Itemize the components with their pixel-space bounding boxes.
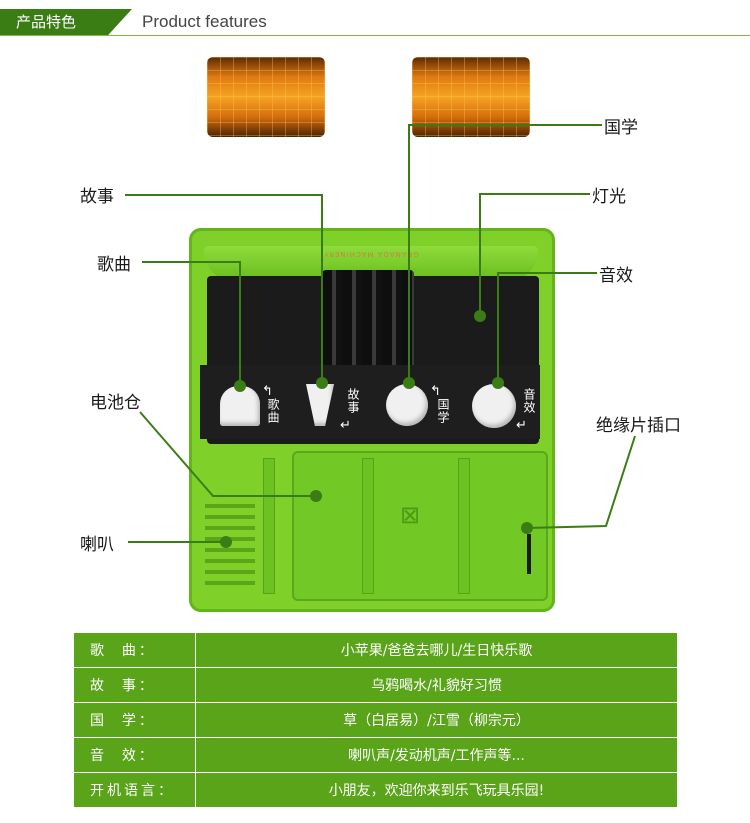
cover-rib bbox=[458, 458, 470, 594]
side-rail bbox=[263, 458, 275, 594]
sound-button[interactable] bbox=[472, 384, 516, 428]
arrow-down-icon: ↵ bbox=[516, 418, 527, 433]
table-value: 草（白居易）/江雪（柳宗元） bbox=[195, 702, 678, 738]
callout-sound: 音效 bbox=[599, 266, 633, 286]
table-value: 乌鸦喝水/礼貌好习惯 bbox=[195, 667, 678, 703]
table-row: 国 学： 草（白居易）/江雪（柳宗元） bbox=[73, 702, 678, 738]
callout-dot bbox=[474, 310, 486, 322]
callout-dot bbox=[220, 536, 232, 548]
battery-compartment-cover[interactable] bbox=[292, 451, 548, 601]
table-value: 喇叭声/发动机声/工作声等... bbox=[195, 737, 678, 773]
callout-dot bbox=[234, 380, 246, 392]
arrow-up-icon: ↰ bbox=[430, 384, 441, 399]
light-bar-right bbox=[412, 57, 530, 137]
table-key: 故 事： bbox=[73, 667, 196, 703]
table-row: 故 事： 乌鸦喝水/礼貌好习惯 bbox=[73, 667, 678, 703]
sound-button-label: 音效 bbox=[522, 388, 536, 414]
arrow-down-icon: ↵ bbox=[340, 418, 351, 433]
header-tab: 产品特色 bbox=[0, 9, 132, 35]
callout-insulation: 绝缘片插口 bbox=[596, 416, 681, 436]
disposal-icon: ⊠ bbox=[399, 501, 421, 529]
callout-song: 歌曲 bbox=[97, 255, 131, 275]
callout-speaker: 喇叭 bbox=[80, 535, 114, 555]
callout-light: 灯光 bbox=[592, 187, 626, 207]
callout-dot bbox=[316, 377, 328, 389]
table-key: 音 效： bbox=[73, 737, 196, 773]
callout-story: 故事 bbox=[80, 187, 114, 207]
song-button-label: 歌曲 bbox=[266, 398, 280, 424]
callout-dot bbox=[310, 490, 322, 502]
insulation-slot[interactable] bbox=[527, 534, 531, 574]
center-roller bbox=[322, 270, 414, 378]
arrow-up-icon: ↰ bbox=[262, 384, 273, 399]
header-divider bbox=[0, 35, 750, 36]
callout-battery: 电池仓 bbox=[90, 393, 141, 413]
light-bar-left bbox=[207, 57, 325, 137]
table-key: 歌 曲： bbox=[73, 632, 196, 668]
story-button-label: 故事 bbox=[346, 388, 360, 414]
guoxue-button-label: 国学 bbox=[436, 398, 450, 424]
table-key: 开机语言： bbox=[73, 772, 196, 808]
table-row: 音 效： 喇叭声/发动机声/工作声等... bbox=[73, 737, 678, 773]
callout-guoxue: 国学 bbox=[604, 118, 638, 138]
table-value: 小朋友，欢迎你来到乐飞玩具乐园! bbox=[195, 772, 678, 808]
table-key: 国 学： bbox=[73, 702, 196, 738]
song-button[interactable] bbox=[220, 386, 260, 426]
table-row: 歌 曲： 小苹果/爸爸去哪儿/生日快乐歌 bbox=[73, 632, 678, 668]
table-value: 小苹果/爸爸去哪儿/生日快乐歌 bbox=[195, 632, 678, 668]
table-row: 开机语言： 小朋友，欢迎你来到乐飞玩具乐园! bbox=[73, 772, 678, 808]
cover-rib bbox=[362, 458, 374, 594]
callout-dot bbox=[492, 377, 504, 389]
callout-dot bbox=[521, 522, 533, 534]
header-english-title: Product features bbox=[142, 12, 267, 31]
callout-dot bbox=[403, 377, 415, 389]
guoxue-button[interactable] bbox=[386, 384, 428, 426]
feature-table: 歌 曲： 小苹果/爸爸去哪儿/生日快乐歌 故 事： 乌鸦喝水/礼貌好习惯 国 学… bbox=[73, 632, 678, 808]
header-tab-label: 产品特色 bbox=[16, 13, 77, 31]
